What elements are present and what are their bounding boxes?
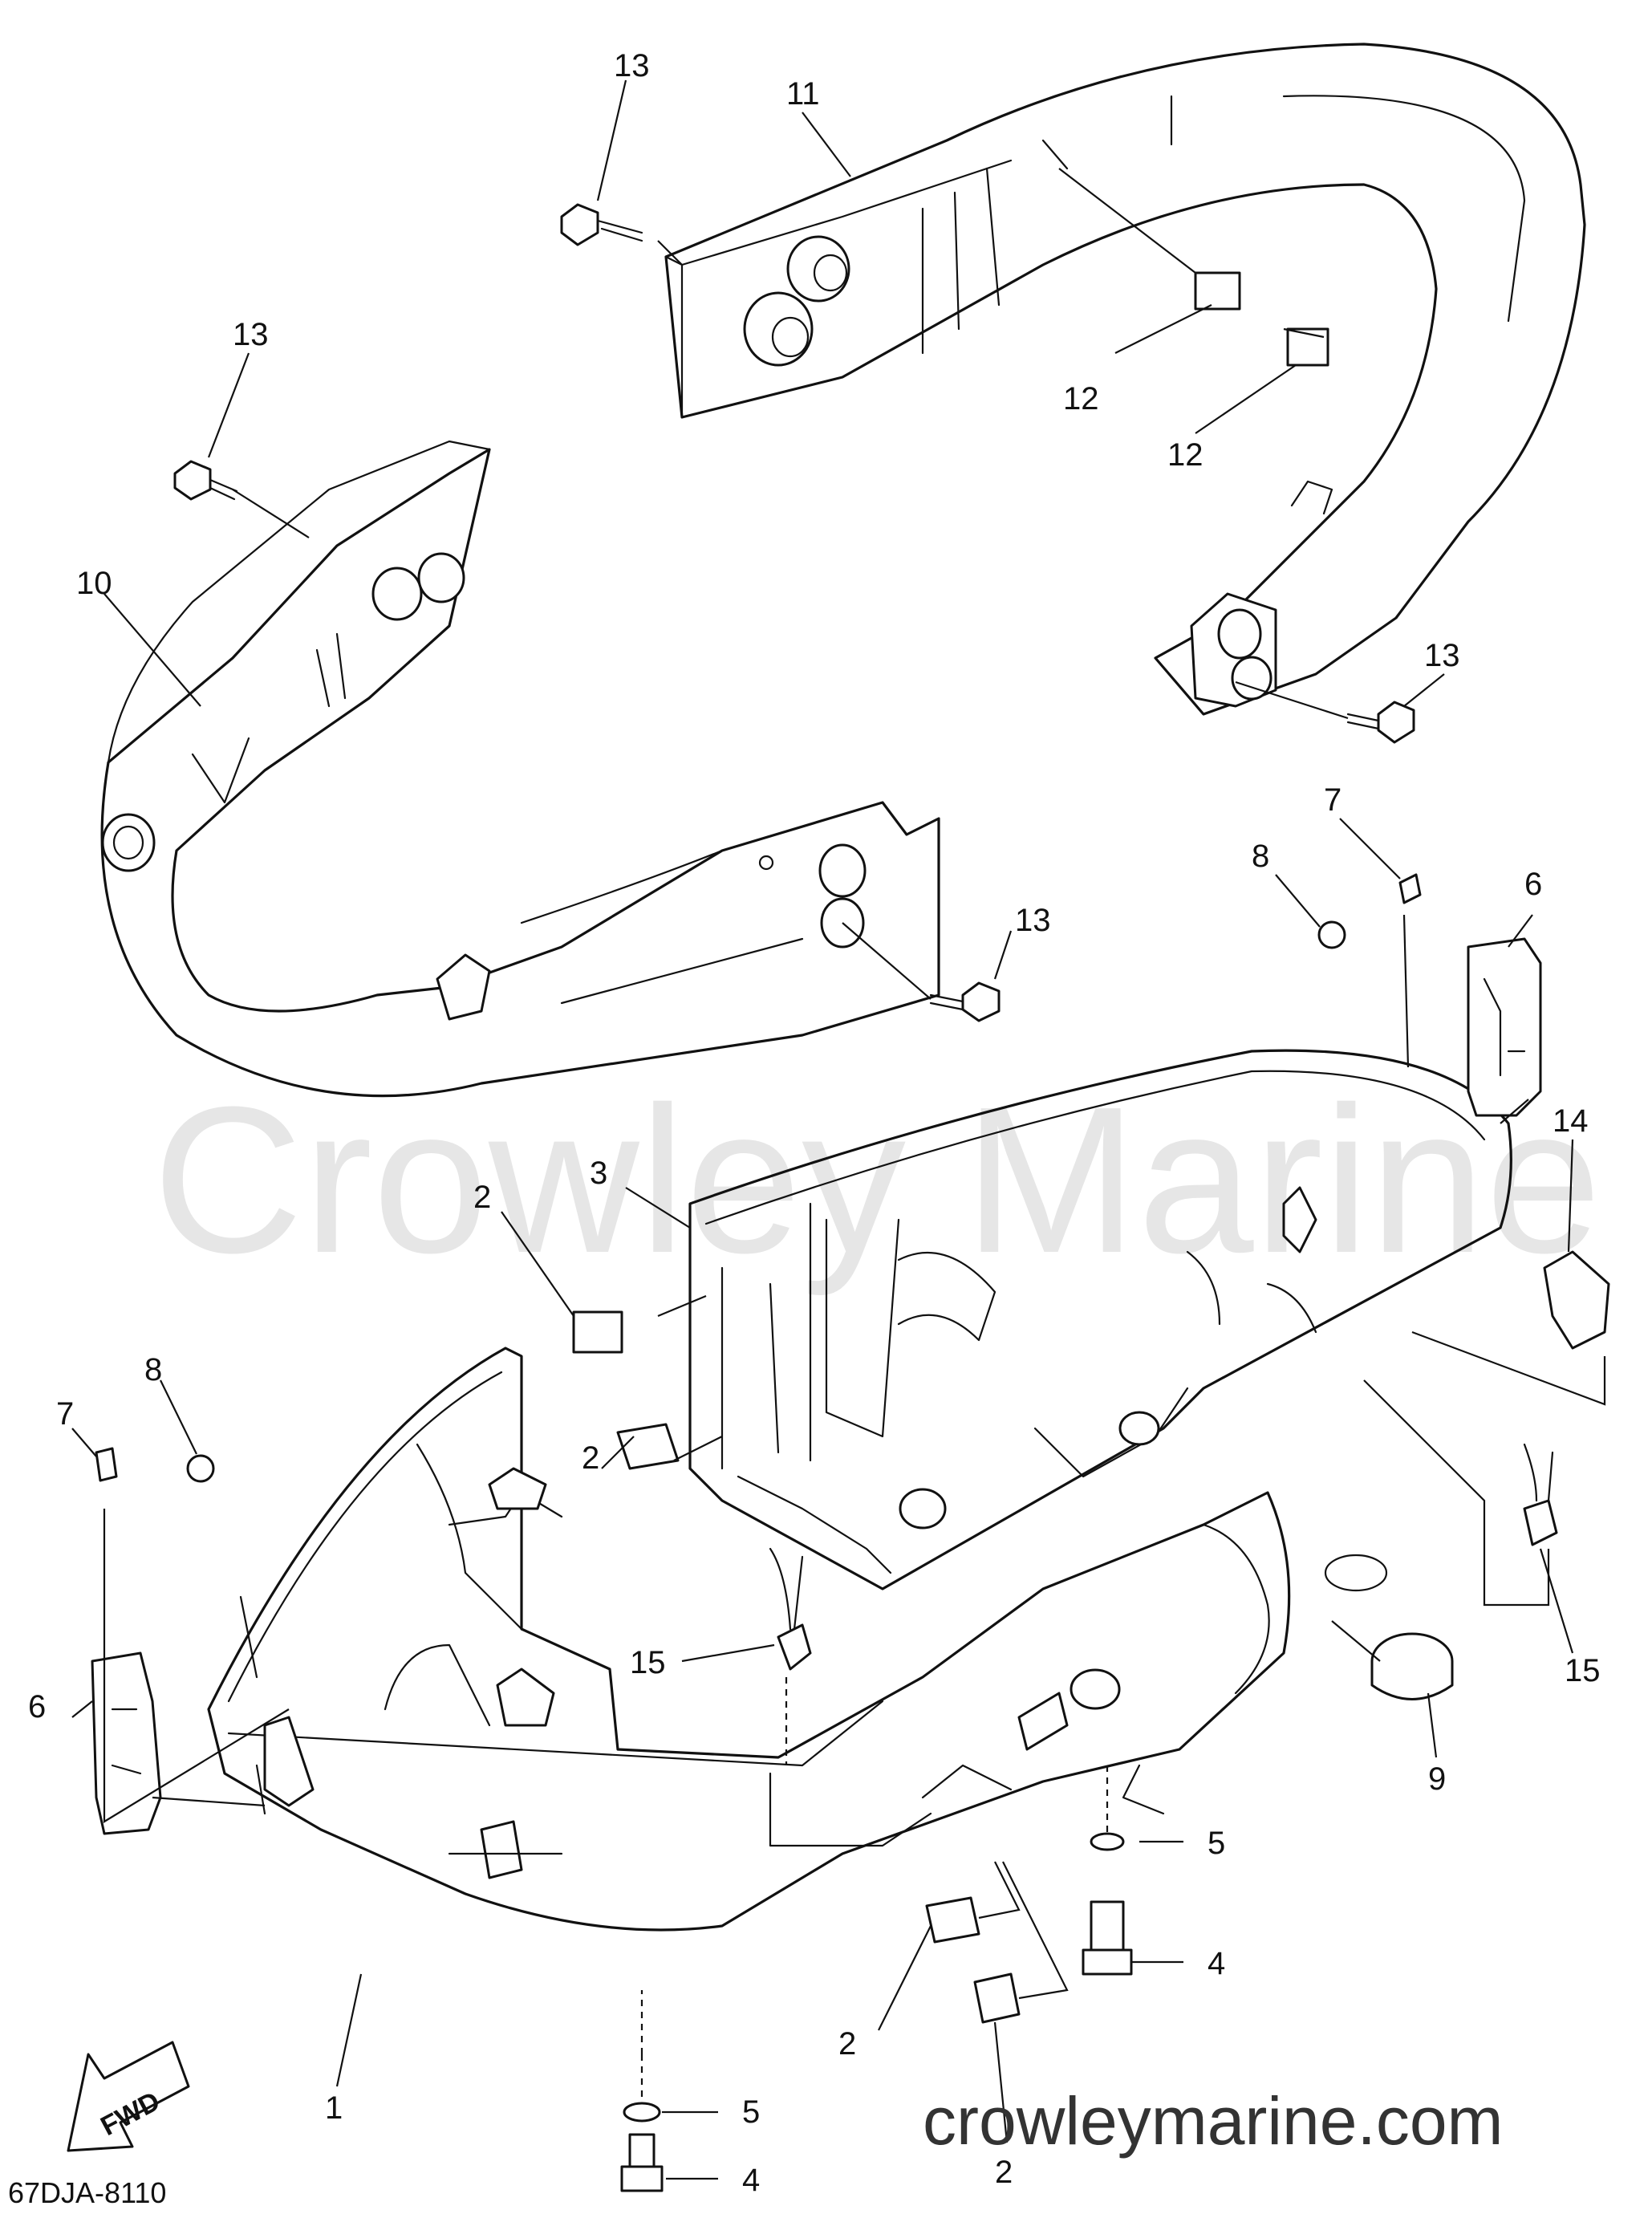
callout-14: 14 <box>1553 1103 1589 1139</box>
part-2-pad-a <box>572 1310 623 1354</box>
part-14-hook <box>1543 1250 1610 1350</box>
callout-6-b: 6 <box>28 1689 46 1724</box>
callout-4-b: 4 <box>742 2163 760 2198</box>
part-7-clip-a <box>1398 873 1422 904</box>
part-13-bolt-c <box>1346 701 1415 744</box>
part-8-screw-a <box>1317 920 1346 949</box>
part-13-bolt-b <box>173 460 238 501</box>
part-13-bolt-a <box>560 203 643 246</box>
callout-2-b: 2 <box>582 1440 599 1476</box>
part-1-front-cowling <box>207 1347 1388 1932</box>
callout-15-b: 15 <box>1565 1653 1601 1688</box>
callout-9: 9 <box>1428 1761 1446 1797</box>
part-2-pad-d <box>973 1972 1021 2024</box>
callout-3: 3 <box>590 1156 607 1191</box>
callout-8-a: 8 <box>1252 839 1269 874</box>
callout-13-a: 13 <box>614 48 650 83</box>
callout-6-a: 6 <box>1524 867 1542 902</box>
callout-2-a: 2 <box>473 1180 491 1215</box>
part-9-grommet <box>1370 1632 1454 1700</box>
callout-7-b: 7 <box>56 1396 74 1432</box>
part-4-bolt-b <box>620 2133 664 2192</box>
callout-2-d: 2 <box>995 2155 1013 2190</box>
part-7-clip-b <box>95 1447 118 1482</box>
callout-1: 1 <box>325 2090 343 2126</box>
part-2-pad-c <box>925 1896 980 1944</box>
part-2-pad-b <box>616 1423 680 1470</box>
callout-7-a: 7 <box>1324 782 1341 818</box>
callout-12-a: 12 <box>1063 381 1099 416</box>
part-13-bolt-d <box>929 981 1001 1022</box>
callout-4-a: 4 <box>1208 1946 1225 1981</box>
part-12-pad-b <box>1286 327 1329 367</box>
part-5-washer-b <box>623 2102 661 2123</box>
callout-13-c: 13 <box>1424 638 1460 673</box>
part-3-rear-cowling <box>688 1049 1512 1590</box>
callout-12-b: 12 <box>1167 437 1203 473</box>
fwd-arrow: FWD <box>67 2041 190 2152</box>
watermark-text: Crowley Marine <box>152 1064 1601 1298</box>
diagram-code: 67DJA-8110 <box>8 2176 166 2209</box>
leader-lines <box>71 79 1606 2180</box>
part-15-clip-b <box>1523 1499 1558 1546</box>
callout-labels: 13 11 13 12 12 10 13 13 7 8 6 3 2 14 2 8… <box>28 48 1601 2198</box>
callout-10: 10 <box>76 566 112 601</box>
part-11-rear-bracket <box>664 43 1586 716</box>
callout-13-b: 13 <box>233 317 269 352</box>
callout-2-c: 2 <box>838 2026 856 2062</box>
callout-5-a: 5 <box>1208 1826 1225 1861</box>
part-8-screw-b <box>186 1454 215 1483</box>
callout-8-b: 8 <box>144 1352 162 1387</box>
part-4-bolt-a <box>1082 1900 1133 1976</box>
part-5-washer-a <box>1090 1832 1125 1851</box>
part-10-front-bracket <box>100 440 940 1098</box>
part-6-latch-a <box>1467 937 1542 1117</box>
part-15-clip-a <box>777 1623 812 1671</box>
callout-5-b: 5 <box>742 2094 760 2130</box>
callout-11: 11 <box>786 76 820 112</box>
callout-13-d: 13 <box>1015 903 1051 938</box>
part-12-pad-a <box>1194 271 1241 311</box>
callout-15-a: 15 <box>630 1645 666 1680</box>
part-6-latch-b <box>91 1651 162 1835</box>
website-watermark: crowleymarine.com <box>923 2083 1504 2159</box>
